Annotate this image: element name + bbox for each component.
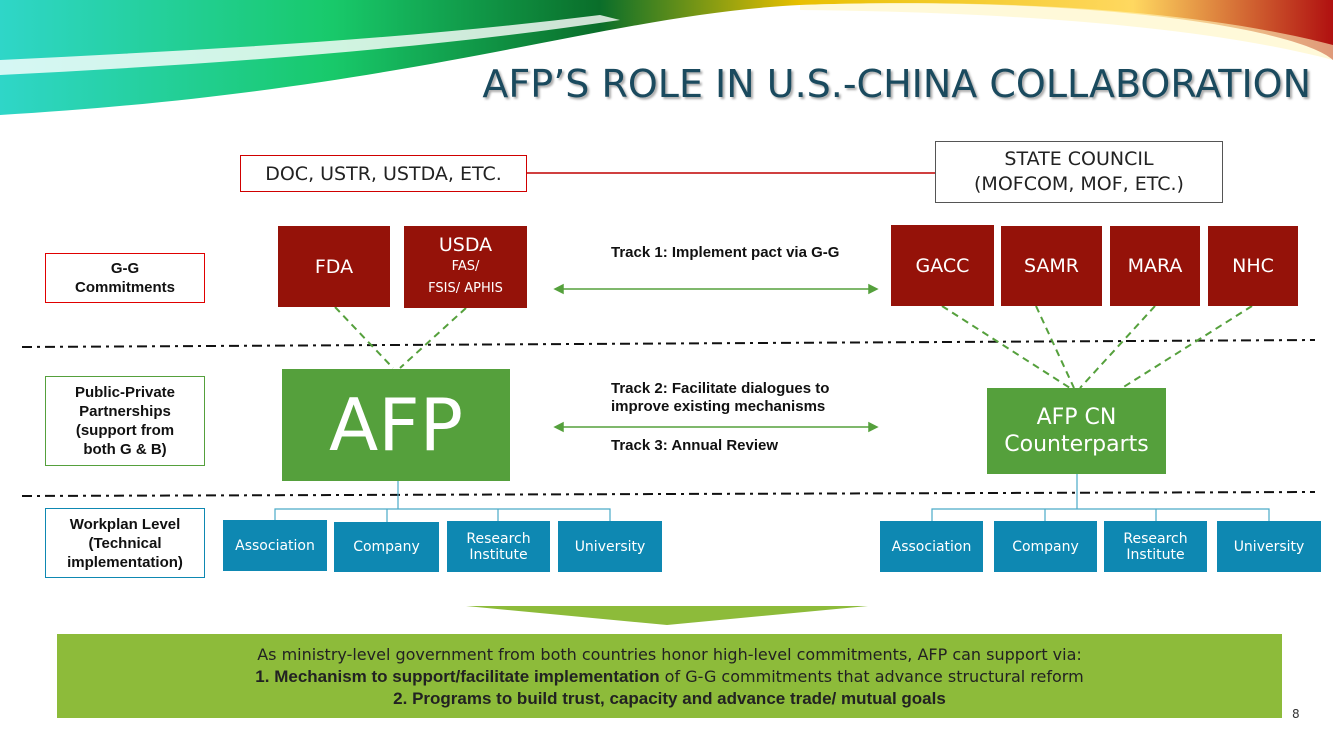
banner-line3: 2. Programs to build trust, capacity and… xyxy=(57,688,1282,710)
state-council-line2: (MOFCOM, MOF, ETC.) xyxy=(974,173,1184,195)
slide-title: AFP’S ROLE IN U.S.-CHINA COLLABORATION xyxy=(482,62,1311,106)
agency-label: SAMR xyxy=(1023,255,1079,277)
us-member-university: University xyxy=(558,521,662,572)
level-gg: G-G Commitments xyxy=(45,253,205,303)
track-1-label: Track 1: Implement pact via G-G xyxy=(611,244,840,261)
agency-label: NHC xyxy=(1232,255,1274,277)
banner-line2-rest: of G-G commitments that advance structur… xyxy=(659,667,1084,686)
us-member-research-institute: Research Institute xyxy=(447,521,550,572)
decorative-swoosh xyxy=(0,0,1333,115)
agency-label: MARA xyxy=(1127,255,1183,277)
divider-2 xyxy=(21,491,1316,497)
cn-agency-gacc: GACC xyxy=(891,225,994,306)
us-agencies-box: DOC, USTR, USTDA, ETC. xyxy=(240,155,527,192)
afp-cn-line1: AFP CN xyxy=(1036,405,1117,430)
fda-label: FDA xyxy=(314,255,354,278)
agency-label: GACC xyxy=(915,254,970,277)
afp-box: AFP xyxy=(282,369,510,481)
usda-sub1: FAS/ xyxy=(451,259,480,274)
cn-member-association: Association xyxy=(880,521,983,572)
state-council-box: STATE COUNCIL (MOFCOM, MOF, ETC.) xyxy=(935,141,1223,203)
us-member-association: Association xyxy=(223,520,327,571)
banner-line2-bold: 1. Mechanism to support/facilitate imple… xyxy=(255,667,660,686)
level-ppp: Public-Private Partnerships (support fro… xyxy=(45,376,205,466)
afp-cn-box: AFP CN Counterparts xyxy=(987,388,1166,474)
usda-label: USDA xyxy=(438,234,493,256)
banner-line1: As ministry-level government from both c… xyxy=(257,645,1082,664)
afp-cn-line2: Counterparts xyxy=(1004,432,1149,457)
cn-member-research-institute: Research Institute xyxy=(1104,521,1207,572)
track-2-label: Track 2: Facilitate dialogues to improve… xyxy=(611,380,830,415)
usda-box: USDA FAS/ FSIS/ APHIS xyxy=(404,226,527,308)
cn-member-university: University xyxy=(1217,521,1321,572)
summary-banner: As ministry-level government from both c… xyxy=(57,634,1282,718)
track-3-label: Track 3: Annual Review xyxy=(611,437,779,454)
usda-sub2: FSIS/ APHIS xyxy=(428,281,503,296)
divider-1 xyxy=(21,339,1316,348)
down-arrow-triangle xyxy=(466,606,868,625)
banner-line2: 1. Mechanism to support/facilitate imple… xyxy=(57,666,1282,688)
page-number: 8 xyxy=(1292,707,1300,721)
state-council-line1: STATE COUNCIL xyxy=(1004,148,1154,170)
level-workplan: Workplan Level (Technical implementation… xyxy=(45,508,205,578)
cn-agency-mara: MARA xyxy=(1110,226,1200,306)
cn-agency-samr: SAMR xyxy=(1001,226,1102,306)
cn-member-company: Company xyxy=(994,521,1097,572)
banner-line3-bold: 2. Programs to build trust, capacity and… xyxy=(393,689,946,708)
us-member-company: Company xyxy=(334,522,439,572)
cn-agency-nhc: NHC xyxy=(1208,226,1298,306)
fda-box: FDA xyxy=(278,226,390,307)
